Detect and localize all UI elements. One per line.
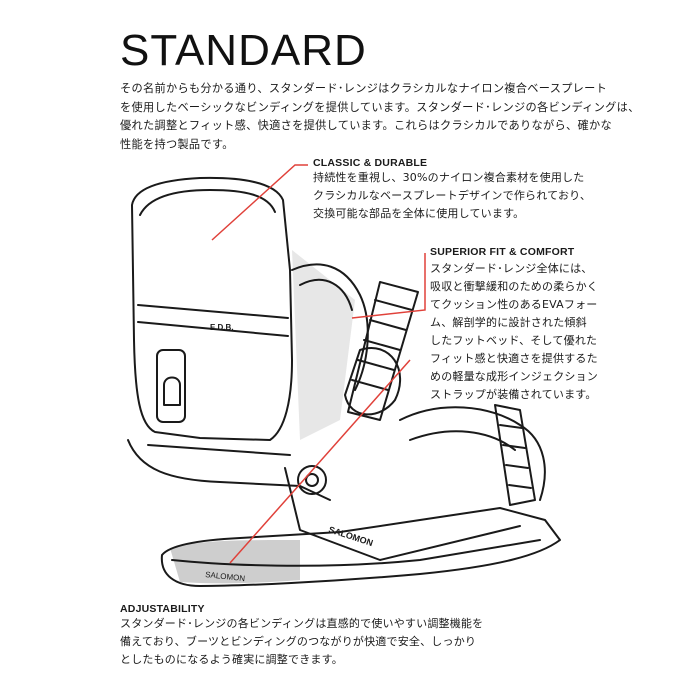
callout-line: 備えており、ブーツとビンディングのつながりが快適で安全、しっかり xyxy=(120,635,477,648)
leader-fit xyxy=(351,253,426,319)
callout-line: てクッション性のあるEVAフォー xyxy=(430,298,598,311)
callout-line: ム、解剖学的に設計された傾斜 xyxy=(430,316,587,329)
baseplate-edge xyxy=(171,539,541,567)
side-rail xyxy=(284,467,521,561)
callout-fit-body: スタンダード･レンジ全体には、 吸収と衝撃緩和のための柔らかく てクッション性の… xyxy=(430,260,598,404)
callout-line: スタンダード･レンジの各ビンディングは直感的で使いやすい調整機能を xyxy=(120,617,484,630)
callout-line: スタンダード･レンジ全体には、 xyxy=(430,262,593,275)
intro-line: その名前からも分かる通り、スタンダード･レンジはクラシカルなナイロン複合ベースプ… xyxy=(120,82,608,95)
intro-line: を使用したベーシックなビンディングを提供しています。スタンダード･レンジの各ビン… xyxy=(120,100,640,114)
callout-classic-heading: CLASSIC & DURABLE xyxy=(313,157,428,169)
callout-line: クラシカルなベースプレートデザインで作られており、 xyxy=(313,189,592,202)
highback-shell xyxy=(131,176,293,441)
intro-line: 優れた調整とフィット感、快適さを提供しています。これらはクラシカルでありながら、… xyxy=(120,119,612,132)
leader-adjust xyxy=(229,359,411,564)
ankle-ladder xyxy=(347,281,419,421)
highback-hatch xyxy=(292,250,355,440)
heel-cup xyxy=(127,439,331,501)
ankle-buckle xyxy=(344,347,401,416)
callout-classic-body: 持続性を重視し、30%のナイロン複合素材を使用した クラシカルなベースプレートデ… xyxy=(313,169,591,223)
callout-line: 持続性を重視し、30%のナイロン複合素材を使用した xyxy=(313,171,585,184)
baseplate-disc xyxy=(297,465,327,495)
callout-line: としたものになるよう確実に調整できます。 xyxy=(120,653,343,666)
forward-lean-adjuster xyxy=(156,349,186,423)
callout-line: めの軽量な成形インジェクション xyxy=(430,370,598,383)
heel-cup-inner xyxy=(147,444,291,456)
intro-paragraph: その名前からも分かる通り、スタンダード･レンジはクラシカルなナイロン複合ベースプ… xyxy=(120,80,640,154)
leader-classic xyxy=(211,164,308,241)
highback-inner xyxy=(139,189,276,216)
callout-fit-heading: SUPERIOR FIT & COMFORT xyxy=(430,246,575,258)
baseplate xyxy=(160,507,561,587)
toe-ladder xyxy=(494,404,536,506)
callout-line: ストラップが装備されています。 xyxy=(430,388,597,401)
callout-adjust-heading: ADJUSTABILITY xyxy=(120,603,205,615)
highback-band-lower xyxy=(137,321,289,337)
page-title: STANDARD xyxy=(120,26,367,75)
callout-line: 吸収と衝撃緩和のための柔らかく xyxy=(430,280,598,293)
intro-line: 性能を持つ製品です。 xyxy=(120,137,234,151)
toe-strap xyxy=(399,406,546,501)
callout-adjust-body: スタンダード･レンジの各ビンディングは直感的で使いやすい調整機能を 備えており、… xyxy=(120,615,483,669)
callout-line: したフットベッド、そして優れた xyxy=(430,334,598,347)
highback-label: E.D.B. xyxy=(210,323,234,332)
highback-band xyxy=(137,304,289,319)
callout-line: フィット感と快適さを提供するた xyxy=(430,352,598,365)
callout-line: 交換可能な部品を全体に使用しています。 xyxy=(313,207,525,220)
base-label: SALOMON xyxy=(205,570,246,583)
